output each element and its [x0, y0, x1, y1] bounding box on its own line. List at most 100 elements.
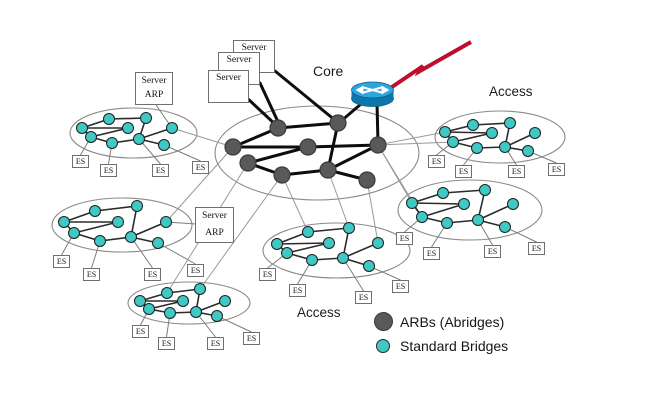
backbone-edge [273, 69, 338, 123]
es-box: ES [259, 268, 276, 281]
bridge-node [302, 226, 314, 238]
backbone-edge [326, 143, 380, 172]
bridge-node [106, 137, 118, 149]
es-box: ES [423, 247, 440, 260]
access-edge [276, 242, 330, 245]
uplink-line [171, 127, 234, 148]
arb-node [269, 119, 287, 137]
arb-node [224, 138, 242, 156]
bridge-node [161, 287, 173, 299]
uplink-line [281, 174, 309, 233]
es-box: ES [144, 268, 161, 281]
arb-node [358, 171, 376, 189]
router-arrow-icon [381, 85, 390, 95]
es-box: ES [484, 245, 501, 258]
arb-node [299, 138, 317, 156]
es-box: ES [428, 155, 445, 168]
es-box: ES [396, 232, 413, 245]
legend-label-arb: ARBs (Abridges) [400, 313, 505, 330]
uplink-line [327, 169, 350, 229]
arb-node [273, 166, 291, 184]
bridge-node [94, 235, 106, 247]
es-box: ES [192, 161, 209, 174]
es-link [342, 257, 364, 292]
bridge-node [89, 205, 101, 217]
access-edge [421, 203, 465, 218]
backbone-edge [306, 143, 380, 149]
arb-node [329, 114, 347, 132]
core-label: Core [313, 63, 344, 79]
legend-row-bridge: Standard Bridges [366, 338, 508, 354]
access-cloud [127, 281, 251, 325]
bridge-node [472, 214, 484, 226]
server-arp-box-mid-left: Server ARP [195, 207, 234, 243]
server-arp-line2: ARP [205, 228, 224, 238]
access-edge [452, 132, 493, 143]
es-box: ES [207, 337, 224, 350]
bridge-node [529, 127, 541, 139]
arb-swatch-icon [373, 312, 393, 331]
bridge-node [323, 237, 335, 249]
server-arp-box-top-left: Server ARP [135, 72, 173, 105]
access-edge [342, 242, 379, 259]
access-edge [444, 131, 493, 134]
bridge-node [103, 113, 115, 125]
legend-label-bridge: Standard Bridges [400, 338, 509, 354]
bridge-node [152, 237, 164, 249]
es-link [130, 236, 153, 269]
backbone-edge [375, 101, 380, 145]
bridge-node [134, 295, 146, 307]
lightning-bolt-icon [387, 40, 472, 91]
bridge-node [479, 184, 491, 196]
bridge-node [372, 237, 384, 249]
legend: ARBs (Abridges) Standard Bridges [366, 312, 508, 354]
access-label-top: Access [489, 84, 533, 99]
bridge-node [140, 112, 152, 124]
es-box: ES [355, 291, 372, 304]
es-box: ES [83, 268, 100, 281]
access-edge [286, 242, 330, 254]
es-box: ES [132, 325, 149, 338]
access-edge [442, 189, 486, 194]
router-arrow-icon [355, 85, 364, 95]
backbone-edge [246, 145, 310, 165]
access-cloud [69, 107, 198, 159]
access-edge [472, 122, 511, 126]
es-link [157, 242, 196, 265]
bridge-node [486, 127, 498, 139]
bridge-node [122, 122, 134, 134]
router-arrow-icon [363, 86, 382, 94]
bridge-node [219, 295, 231, 307]
uplink-line [377, 131, 446, 146]
legend-row-arb: ARBs (Abridges) [366, 312, 508, 331]
bridge-node [437, 187, 449, 199]
uplink-line [377, 141, 454, 146]
es-box: ES [187, 264, 204, 277]
uplink-line [199, 174, 283, 290]
es-box: ES [72, 155, 89, 168]
bridge-node [467, 119, 479, 131]
bridge-node [85, 131, 97, 143]
bridge-node [499, 221, 511, 233]
bridge-node [507, 198, 519, 210]
bridge-node [281, 247, 293, 259]
access-cloud [262, 222, 411, 279]
access-cloud [397, 179, 543, 241]
uplink-line [366, 179, 379, 244]
bridge-node [406, 197, 418, 209]
access-edge [108, 117, 147, 120]
bridge-node [458, 198, 470, 210]
es-box: ES [100, 164, 117, 177]
bridge-node [112, 216, 124, 228]
arb-node [319, 161, 337, 179]
access-edge [477, 203, 514, 221]
bridge-node [58, 216, 70, 228]
arb-node [239, 154, 257, 172]
bridge-node [194, 283, 206, 295]
bridge-node [499, 141, 511, 153]
server-arp-line1: Server [141, 76, 167, 86]
bridge-node [306, 254, 318, 266]
es-box: ES [548, 163, 565, 176]
access-cloud [51, 197, 193, 253]
